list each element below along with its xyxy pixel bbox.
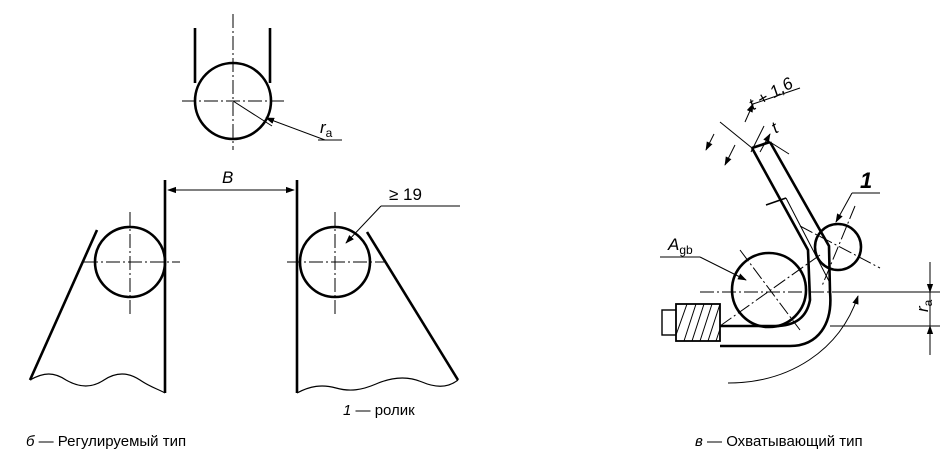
dimension-thickness — [705, 87, 801, 166]
radius-label: ra — [320, 118, 333, 140]
caption-wraparound-type: в — Охватывающий тип — [695, 433, 863, 450]
radius-leader-line — [265, 117, 326, 141]
bent-specimen — [720, 140, 832, 348]
dimension-ra — [830, 262, 940, 355]
agb-leader — [699, 256, 747, 281]
legend-roller: 1 — ролик — [343, 402, 415, 419]
roller-1 — [799, 205, 881, 287]
caption-adjustable-type: б — Регулируемый тип — [26, 433, 186, 450]
right-support — [287, 180, 460, 394]
min-19-label: ≥ 19 — [389, 185, 422, 204]
left-support — [28, 180, 180, 394]
label-agb: Agb — [667, 235, 693, 257]
roller-1-circle — [813, 222, 863, 272]
roller-1-leader — [835, 192, 853, 223]
ge19-leader-line — [345, 205, 382, 244]
top-roller-assembly — [182, 14, 342, 150]
dimension-b-label: B — [222, 168, 233, 187]
label-ra: ra — [913, 299, 935, 312]
bending-direction-arrow — [727, 295, 859, 384]
mandrel-circle — [730, 251, 808, 329]
mandrel — [700, 249, 845, 331]
figure-adjustable-type: ra B ≥ 19 1 — ролик б — Регулируемый тип — [26, 14, 460, 450]
clamp-block — [661, 303, 721, 342]
label-t-plus: t + 1,6 — [745, 73, 796, 114]
label-roller-1: 1 — [860, 168, 872, 193]
figure-wraparound-type: t + 1,6 t 1 Agb ra в — Охватывающий тип — [660, 73, 940, 450]
